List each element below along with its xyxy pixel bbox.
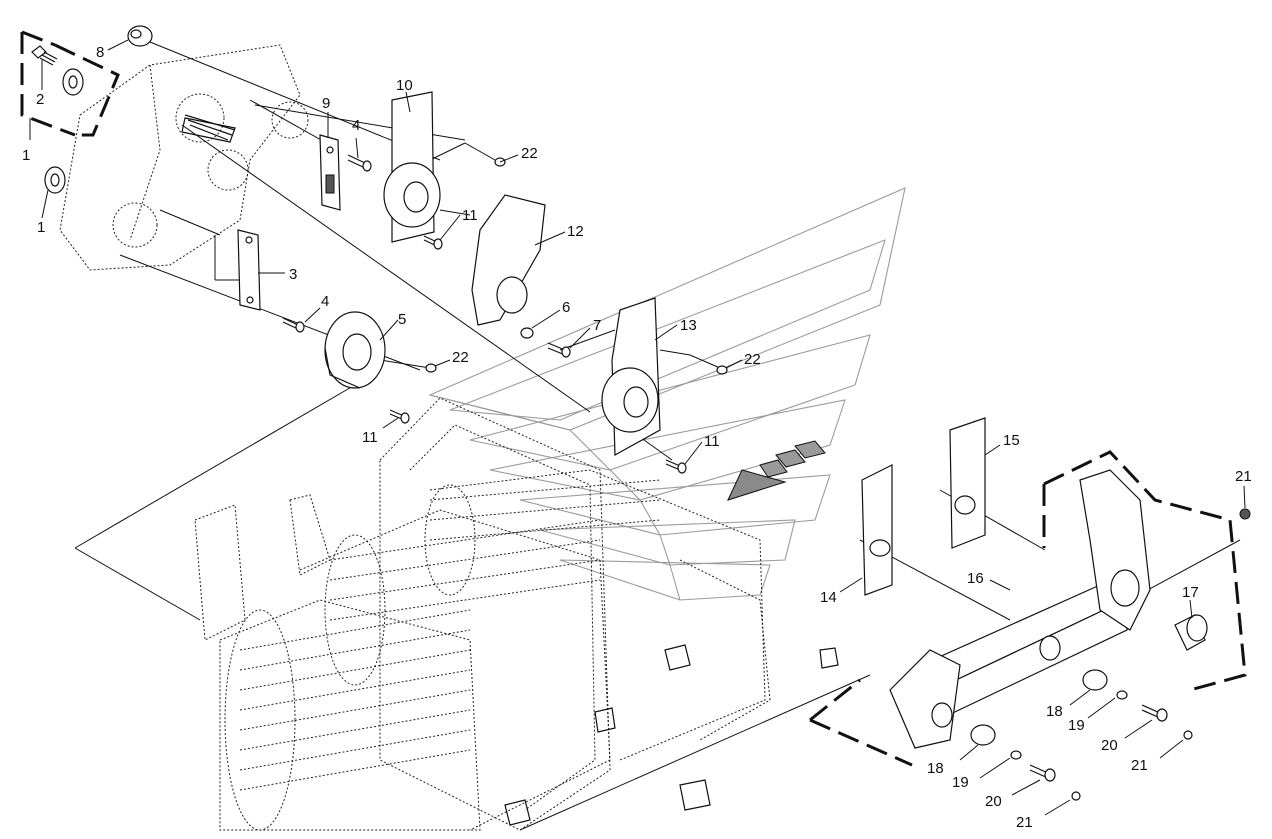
nut-part-21-b bbox=[1183, 730, 1193, 740]
crossbeam-part-16 bbox=[889, 469, 1151, 749]
bolt-part-2 bbox=[31, 45, 58, 66]
callout-10: 10 bbox=[396, 77, 413, 94]
callout-4-lower: 4 bbox=[321, 293, 329, 310]
nut-part-21-a bbox=[1239, 508, 1251, 520]
washer-part-19-b bbox=[1010, 750, 1022, 760]
callout-22-middle: 22 bbox=[452, 349, 469, 366]
watermark-logo bbox=[428, 187, 906, 601]
washer-part-19-a bbox=[1116, 690, 1128, 700]
callout-11-right: 11 bbox=[704, 433, 720, 450]
bracket-part-16-assembly bbox=[809, 450, 1247, 767]
callout-3: 3 bbox=[289, 266, 297, 283]
callout-11-middle: 11 bbox=[362, 429, 378, 446]
callout-21-middle: 21 bbox=[1131, 757, 1148, 774]
drum-frame-assembly bbox=[194, 397, 839, 831]
washer-part-18-b bbox=[970, 724, 996, 746]
washer-part-6 bbox=[520, 327, 534, 339]
washer-part-18-a bbox=[1082, 669, 1108, 691]
callout-15: 15 bbox=[1003, 432, 1020, 449]
callout-2: 2 bbox=[36, 91, 44, 108]
cap-part-8 bbox=[127, 25, 153, 47]
callout-8: 8 bbox=[96, 44, 104, 61]
cover-part-12 bbox=[471, 194, 546, 326]
bracket-part-1-2 bbox=[20, 30, 120, 137]
callout-18-lower: 18 bbox=[927, 760, 944, 777]
plate-part-14 bbox=[861, 464, 893, 596]
callout-4-upper: 4 bbox=[352, 117, 360, 134]
callout-7: 7 bbox=[593, 317, 601, 334]
callout-14: 14 bbox=[820, 589, 837, 606]
callout-19-lower: 19 bbox=[952, 774, 969, 791]
gearbox-housing bbox=[59, 44, 309, 271]
callout-labels: 1 1 2 3 4 4 5 6 7 8 9 10 11 11 11 12 13 … bbox=[22, 44, 1252, 831]
bolt-part-20-b bbox=[1029, 764, 1056, 782]
callout-13: 13 bbox=[680, 317, 697, 334]
nut-part-1-upper bbox=[62, 68, 84, 96]
screw-part-11-right bbox=[665, 459, 687, 474]
callout-16: 16 bbox=[967, 570, 984, 587]
screw-part-22-b bbox=[425, 363, 437, 373]
nut-part-21-c bbox=[1071, 791, 1081, 801]
callout-19-upper: 19 bbox=[1068, 717, 1085, 734]
callout-20-upper: 20 bbox=[1101, 737, 1118, 754]
plate-part-13 bbox=[601, 297, 661, 457]
callout-22-upper: 22 bbox=[521, 145, 538, 162]
plate-part-10 bbox=[383, 91, 441, 243]
bearing-block-part-9 bbox=[319, 134, 341, 211]
callout-12: 12 bbox=[567, 223, 584, 240]
callout-11-upper: 11 bbox=[462, 207, 478, 224]
direction-arrow-icon bbox=[727, 440, 826, 501]
leader-lines bbox=[29, 39, 1246, 816]
bushing-part-17 bbox=[1174, 614, 1208, 651]
screw-part-4-upper bbox=[347, 154, 372, 172]
screw-part-11-upper bbox=[423, 235, 443, 250]
plate-part-15 bbox=[949, 417, 986, 549]
callout-21-lower: 21 bbox=[1016, 814, 1033, 831]
screw-part-11-middle bbox=[389, 409, 410, 424]
callout-1-lower: 1 bbox=[37, 219, 45, 236]
callout-9: 9 bbox=[322, 95, 330, 112]
callout-6: 6 bbox=[562, 299, 570, 316]
callout-17: 17 bbox=[1182, 584, 1199, 601]
callout-21-top: 21 bbox=[1235, 468, 1252, 485]
screw-part-4-lower bbox=[282, 317, 305, 333]
flange-bearing-part-5 bbox=[324, 311, 386, 389]
callout-22-right: 22 bbox=[744, 351, 761, 368]
callout-5: 5 bbox=[398, 311, 406, 328]
screw-part-22-c bbox=[716, 365, 728, 375]
callout-1-upper: 1 bbox=[22, 147, 30, 164]
callout-18-upper: 18 bbox=[1046, 703, 1063, 720]
bolt-part-20-a bbox=[1141, 704, 1168, 722]
bolt-part-7 bbox=[547, 342, 571, 358]
stud-shaft bbox=[184, 114, 236, 141]
callout-20-lower: 20 bbox=[985, 793, 1002, 810]
bearing-block-part-3 bbox=[237, 229, 261, 311]
nut-part-1-lower bbox=[44, 166, 66, 194]
